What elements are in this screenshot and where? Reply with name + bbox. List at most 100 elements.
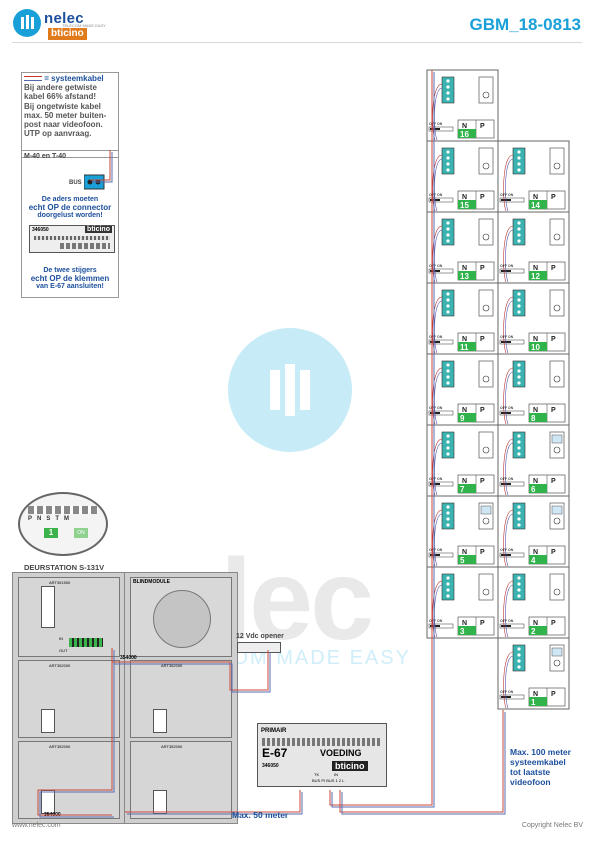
offon-label: OFF ON — [500, 548, 514, 552]
offon-switch — [428, 623, 454, 629]
monitor-connector-icon — [512, 573, 526, 601]
watermark-logo-icon — [270, 364, 310, 416]
monitor-unit — [497, 140, 570, 213]
np-label-p: P — [551, 407, 556, 414]
monitor-connector-icon — [441, 360, 455, 388]
dip-label: T — [55, 516, 60, 522]
np-label-n: N — [462, 336, 467, 343]
monitor-button-icon — [482, 588, 490, 596]
monitor-connector-icon — [512, 502, 526, 530]
connector-screw — [517, 381, 521, 385]
address-badge — [458, 484, 476, 493]
legend-text: = systeemkabel — [44, 74, 104, 83]
monitor-device-icon — [478, 573, 494, 601]
connector-screw — [517, 304, 521, 308]
monitor-device-icon — [549, 147, 565, 175]
max50-wiring — [125, 790, 301, 813]
connector-screw — [446, 91, 450, 95]
offon-label: OFF ON — [500, 406, 514, 410]
offon-label: OFF ON — [500, 264, 514, 268]
np-label-n: N — [533, 478, 538, 485]
monitor-button-icon — [553, 446, 561, 454]
np-label-p: P — [551, 691, 556, 698]
connector-screw — [446, 505, 450, 509]
note-line: post naar videofoon. — [24, 120, 103, 130]
connector-screw — [517, 156, 521, 160]
connector-screw — [446, 292, 450, 296]
offon-label: OFF ON — [429, 335, 443, 339]
note-line: max. 50 meter buiten- — [24, 110, 107, 120]
np-label-n: N — [462, 549, 467, 556]
monitor-address: 9 — [460, 414, 465, 423]
monitor-address: 2 — [531, 627, 536, 636]
offon-label: OFF ON — [500, 619, 514, 623]
in-label: IN — [59, 636, 63, 641]
max50-wiring — [127, 792, 303, 815]
max-100-line: videofoon — [510, 777, 551, 787]
np-label-p: P — [551, 620, 556, 627]
connector-screw — [446, 517, 450, 521]
monitor-device-icon — [549, 573, 565, 601]
connector-screw — [446, 434, 450, 438]
address-badge — [529, 697, 547, 706]
monitor-device-icon — [478, 76, 494, 104]
monitor-button-icon — [482, 162, 490, 170]
np-label-n: N — [533, 265, 538, 272]
connector-screw — [446, 162, 450, 166]
connector-screw — [517, 653, 521, 657]
connector-screw — [517, 150, 521, 154]
connector-screw — [446, 576, 450, 580]
monitor-button-icon — [482, 233, 490, 241]
connector-screw — [517, 582, 521, 586]
np-label-p: P — [480, 123, 485, 130]
connector-screw — [446, 369, 450, 373]
psu-voeding: VOEDING — [320, 748, 362, 758]
offon-label: OFF ON — [500, 477, 514, 481]
monitor-address: 4 — [531, 556, 536, 565]
monitor-screen — [551, 434, 563, 444]
door-wiring — [39, 650, 115, 818]
connector-screw — [517, 594, 521, 598]
monitor-button-icon — [553, 375, 561, 383]
monitor-address: 11 — [460, 343, 469, 352]
blind-module-disc — [153, 590, 211, 648]
connector-screw — [517, 523, 521, 527]
connector-screw — [517, 517, 521, 521]
connector-screw — [517, 665, 521, 669]
dip-value: 1 — [44, 528, 58, 538]
panel-msg1-line: echt OP de connector — [28, 203, 112, 212]
connector-screw — [446, 594, 450, 598]
offon-switch — [428, 481, 454, 487]
address-badge — [529, 342, 547, 351]
cable-note: = systeemkabel Bij andere getwiste kabel… — [21, 72, 119, 158]
note-line: Bij andere getwiste — [24, 83, 97, 93]
dip-label: M — [64, 516, 70, 522]
connection-panel: M-40 en T-40 BUS De aders moeten echt OP… — [21, 150, 119, 298]
monitor-device-icon — [549, 289, 565, 317]
monitor-address: 8 — [531, 414, 536, 423]
panel-msg1-line: De aders moeten — [41, 196, 99, 203]
monitor-button-icon — [553, 517, 561, 525]
connector-screw — [517, 505, 521, 509]
connector-screw — [517, 588, 521, 592]
offon-label: OFF ON — [429, 122, 443, 126]
np-label-n: N — [533, 194, 538, 201]
monitor-screen — [551, 505, 563, 515]
monitor-connector-icon — [512, 289, 526, 317]
np-label-p: P — [551, 265, 556, 272]
watermark-circle — [228, 328, 352, 452]
dip-label: P — [28, 516, 33, 522]
panel-msg2-line: De twee stijgers — [43, 267, 97, 274]
monitor-button-icon — [553, 588, 561, 596]
monitor-address: 1 — [531, 698, 536, 707]
connector-screw — [446, 150, 450, 154]
offon-switch — [428, 410, 454, 416]
monitor-screen — [551, 647, 563, 657]
website[interactable]: www.nelec.com — [12, 822, 61, 829]
np-label-p: P — [480, 194, 485, 201]
max-50-label: Max. 50 meter — [232, 810, 289, 820]
opener-wiring — [112, 650, 269, 691]
monitor-unit — [497, 637, 570, 710]
nelec-logo-icon — [13, 9, 41, 37]
monitor-button-icon — [553, 233, 561, 241]
